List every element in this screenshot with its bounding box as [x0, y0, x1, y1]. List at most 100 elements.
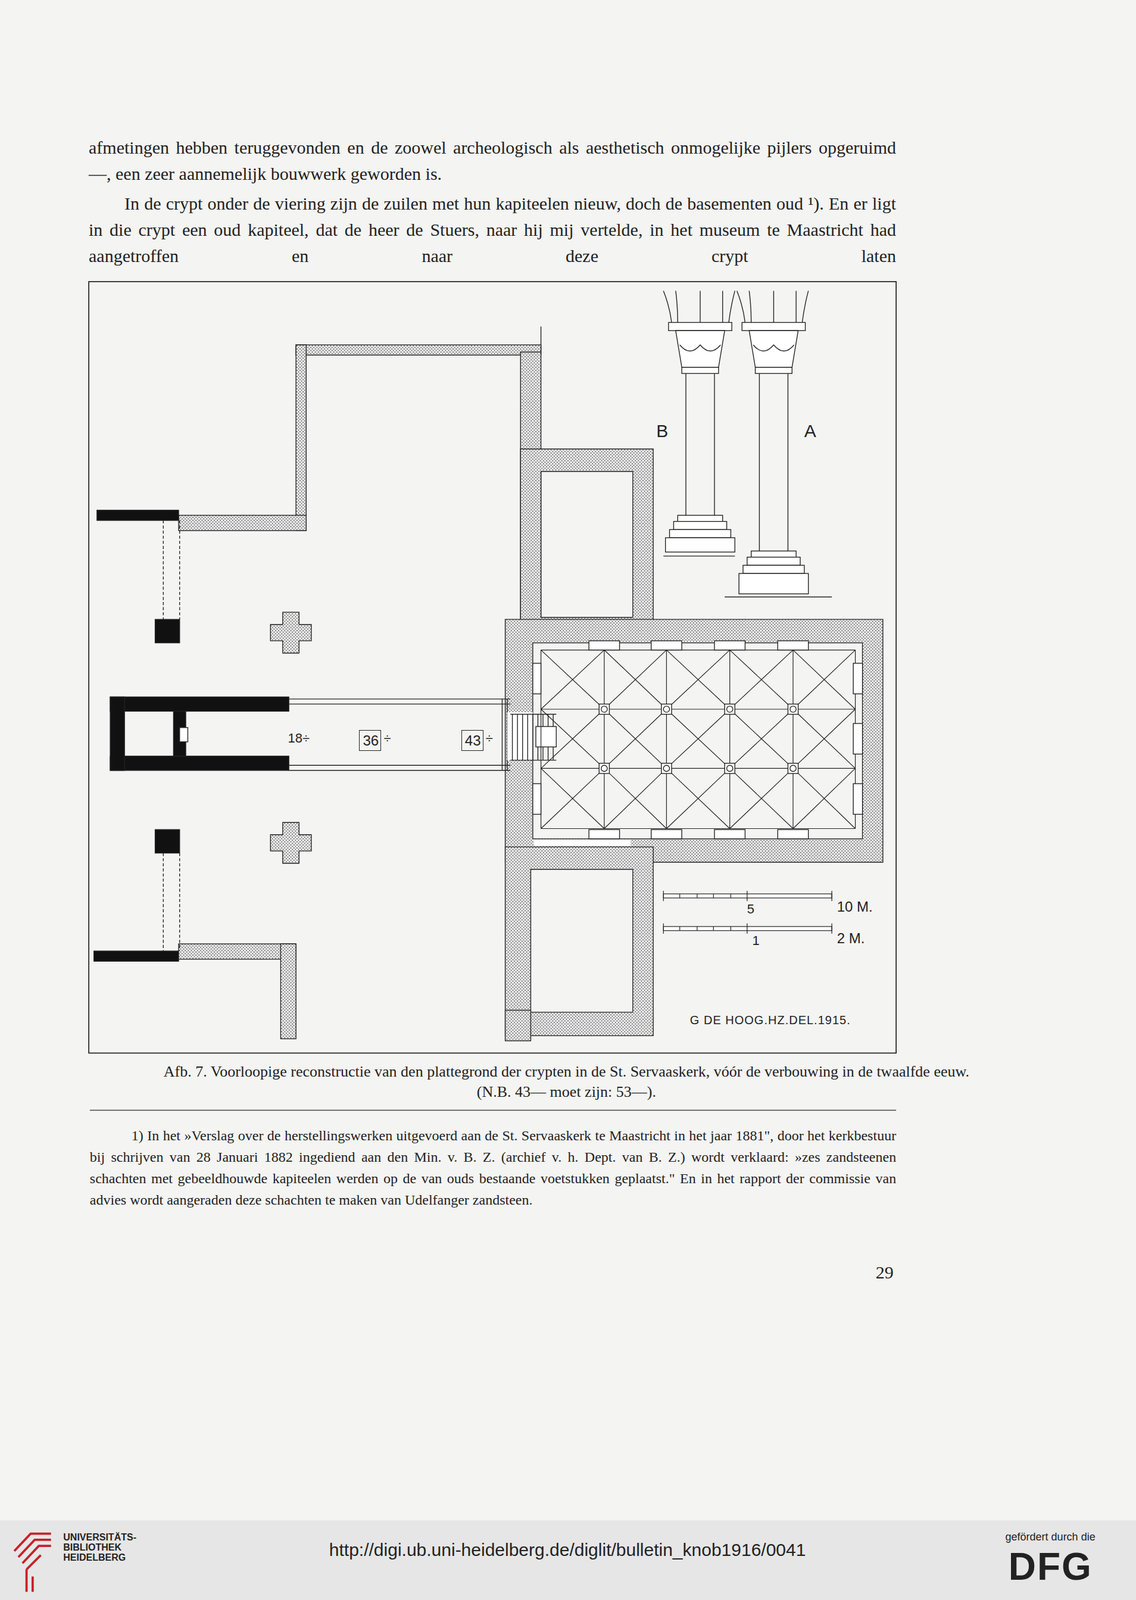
plan-line	[295, 344, 541, 355]
plan-line	[601, 765, 608, 772]
plan-line	[724, 596, 832, 598]
plan-line	[663, 926, 832, 931]
plan-line	[270, 822, 312, 864]
plan-line	[598, 763, 610, 774]
plan-line	[681, 367, 719, 374]
plan-line	[663, 890, 832, 901]
plan-line	[270, 612, 312, 654]
plan-line	[505, 1010, 532, 1041]
plan-line	[790, 706, 797, 713]
plan-line	[685, 373, 715, 516]
plan-line	[601, 706, 608, 713]
sponsor-note: gefördert durch die	[1005, 1530, 1096, 1544]
boxed-number: 43	[461, 729, 484, 751]
library-name: UNIVERSITÄTS-	[63, 1531, 137, 1543]
plan-line	[507, 712, 533, 761]
plan-line	[741, 322, 805, 332]
plan-line	[777, 829, 808, 839]
plan-line	[777, 640, 808, 650]
plan-line	[155, 829, 180, 853]
plan-line	[26, 1555, 42, 1593]
plan-line	[724, 763, 735, 774]
column-elevation	[663, 290, 832, 597]
plan-line	[505, 619, 883, 863]
plan-line	[280, 943, 296, 1039]
plan-line	[755, 367, 793, 374]
plan-line	[535, 726, 557, 747]
body-paragraph: afmetingen hebben teruggevonden en de zo…	[88, 134, 897, 187]
plan-line	[110, 756, 289, 771]
scale-number: 1	[751, 932, 760, 949]
plan-line	[663, 290, 735, 323]
library-name: HEIDELBERG	[63, 1552, 126, 1563]
plan-line	[588, 829, 620, 839]
plan-line	[534, 839, 632, 846]
plan-line	[714, 640, 745, 650]
plan-line	[787, 703, 798, 714]
plan-line	[18, 1539, 52, 1557]
plan-line	[110, 696, 289, 711]
plan-line	[853, 783, 863, 814]
plan-line	[505, 846, 654, 1036]
page-number: 29	[875, 1261, 894, 1284]
plan-line	[94, 950, 179, 961]
plan-line	[853, 723, 863, 754]
plan-line	[651, 829, 682, 839]
plan-line	[520, 448, 654, 623]
plan-line	[178, 515, 307, 531]
column-letter: A	[804, 420, 817, 442]
plan-line	[661, 703, 672, 714]
plan-line	[726, 765, 733, 772]
plan-line	[532, 640, 863, 839]
plan-line	[663, 893, 832, 898]
body-text-block: afmetingen hebben teruggevonden en de zo…	[88, 134, 897, 270]
boxed-number: 36	[359, 729, 382, 751]
draughtsman-signature: G DE HOOG.HZ.DEL.1915.	[690, 1012, 851, 1028]
plan-line	[155, 619, 180, 643]
plan-line	[665, 537, 736, 552]
crypt-plan	[94, 326, 883, 1041]
measure-mark: ÷	[485, 730, 493, 747]
plan-line	[663, 923, 832, 934]
plan-line	[179, 727, 189, 742]
plan-line	[753, 344, 795, 351]
plan-line	[540, 326, 542, 352]
column-letter: B	[656, 420, 669, 442]
plan-line	[97, 510, 179, 521]
footnote: 1) In het »Verslag over de herstellingsw…	[89, 1124, 897, 1211]
plan-line	[751, 550, 797, 557]
measure-mark: ÷	[383, 730, 391, 747]
plan-line	[668, 322, 732, 332]
plan-line	[738, 573, 809, 594]
plan-line	[661, 763, 672, 774]
plan-line	[759, 373, 788, 551]
plan-line	[588, 640, 620, 650]
figure-frame	[88, 281, 897, 1054]
plan-line	[532, 783, 542, 814]
plan-line	[295, 344, 307, 531]
source-url: http://digi.ub.uni-heidelberg.de/diglit/…	[306, 1539, 829, 1561]
plan-line	[714, 829, 745, 839]
footnote-rule	[89, 1109, 897, 1111]
plan-line	[288, 698, 511, 771]
boxed-number-text: 43	[464, 732, 480, 749]
plan-line	[737, 290, 809, 323]
measure-number: 18÷	[287, 730, 310, 747]
plan-line	[663, 765, 670, 772]
scale-unit: 2 M.	[837, 929, 866, 948]
plan-line	[743, 565, 805, 574]
scale-bar	[663, 890, 832, 934]
plan-line	[663, 555, 735, 557]
plan-line	[669, 529, 732, 538]
body-paragraph: In de crypt onder de viering zijn de zui…	[88, 190, 897, 270]
boxed-number-text: 36	[362, 732, 378, 749]
plan-line	[0, 1520, 1136, 1600]
scale-unit: 10 M.	[837, 898, 873, 916]
plan-line	[748, 330, 798, 368]
plan-line	[510, 714, 557, 761]
plan-line	[726, 706, 733, 713]
library-name: BIBLIOTHEK	[63, 1542, 122, 1553]
plan-line	[14, 1533, 52, 1593]
